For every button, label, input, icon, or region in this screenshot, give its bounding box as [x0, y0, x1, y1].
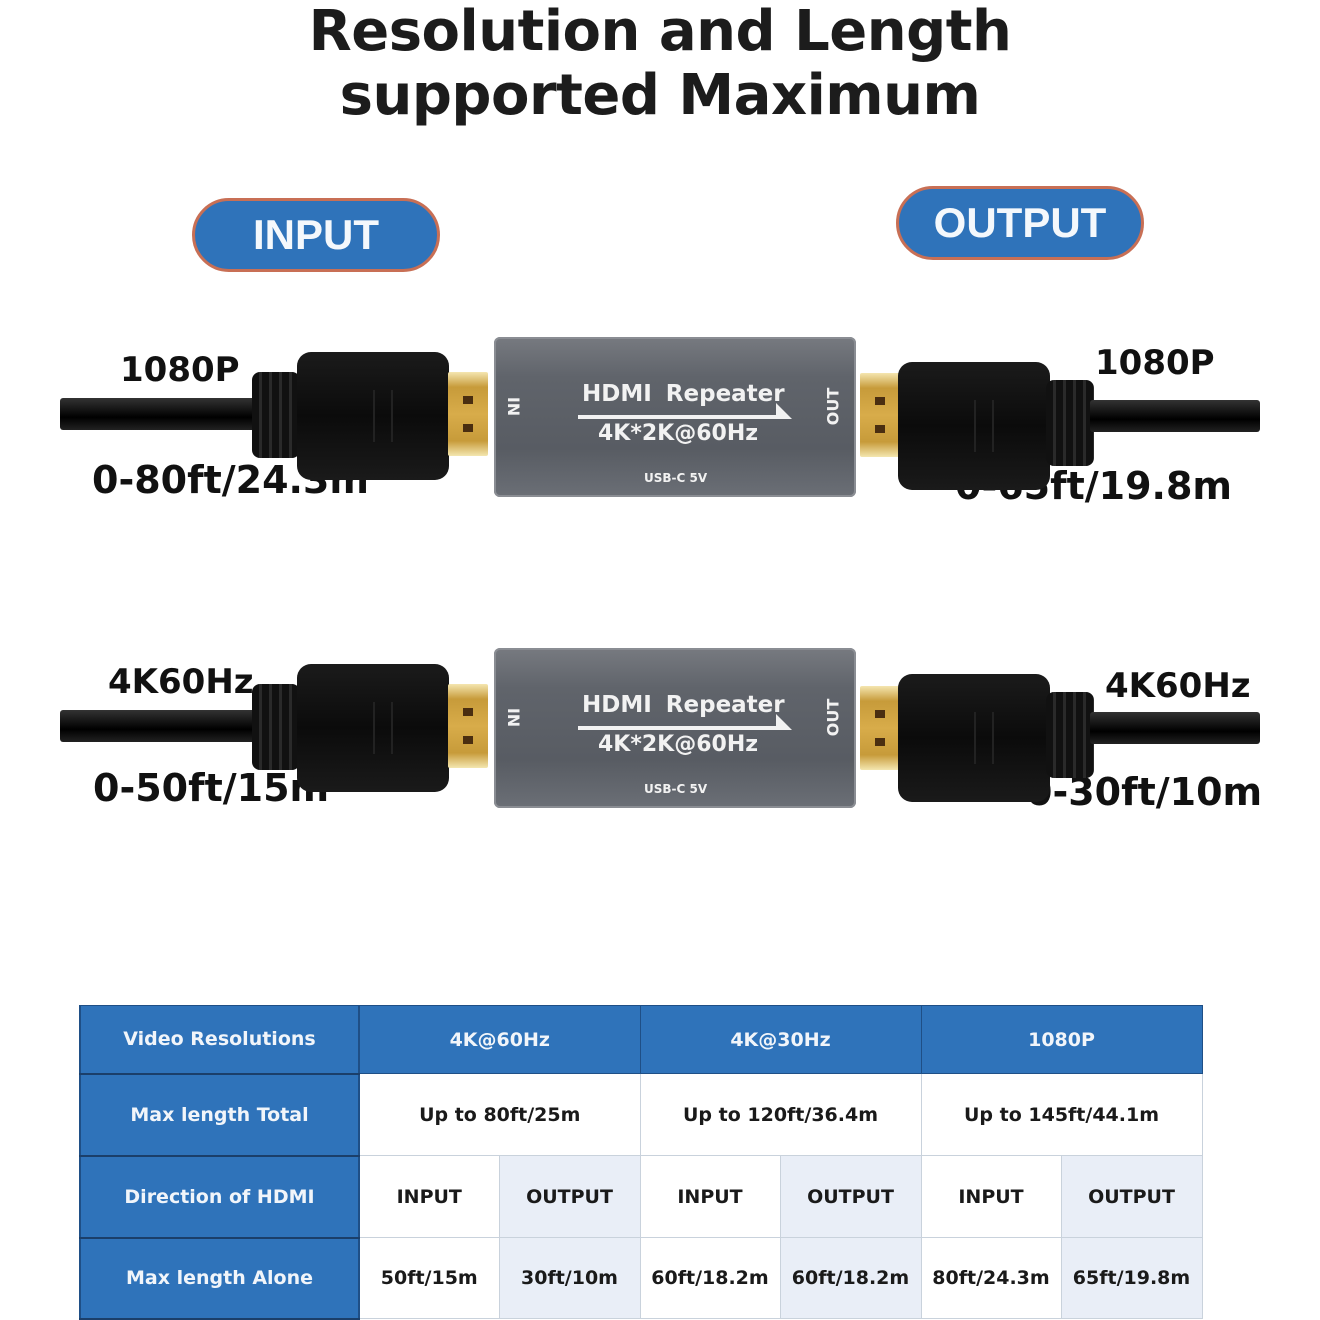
table-cell: 30ft/10m: [498, 1237, 641, 1319]
input-badge: INPUT: [192, 198, 440, 272]
table-cell: 80ft/24.3m: [920, 1237, 1062, 1319]
hdmi-connector-icon: [860, 373, 900, 457]
table-cell: 50ft/15m: [358, 1237, 500, 1319]
hdmi-cable-icon: [60, 398, 260, 430]
row-header: Direction of HDMI: [79, 1155, 360, 1239]
hdmi-connector-icon: [448, 684, 488, 768]
device-in-label: IN: [504, 396, 524, 417]
hdmi-repeater-device: IN HDMI Repeater 4K*2K@60Hz USB-C 5V OUT: [494, 337, 856, 497]
table-cell: INPUT: [358, 1155, 500, 1238]
direction-arrow-icon: [578, 714, 792, 730]
device-out-label: OUT: [823, 698, 843, 737]
cable-strain-relief-icon: [1046, 380, 1094, 466]
table-row: Max length Total Up to 80ft/25m Up to 12…: [79, 1073, 1203, 1157]
output-resolution-label: 1080P: [1095, 343, 1215, 383]
input-length-label: 0-50ft/15m: [93, 766, 330, 810]
title-line-2: supported Maximum: [339, 63, 981, 128]
cable-strain-relief-icon: [1046, 692, 1094, 778]
device-spec: 4K*2K@60Hz: [598, 732, 759, 757]
device-spec: 4K*2K@60Hz: [598, 421, 759, 446]
output-badge: OUTPUT: [896, 186, 1144, 260]
cable-strain-relief-icon: [252, 684, 300, 770]
column-header: 1080P: [920, 1005, 1203, 1074]
table-cell: OUTPUT: [779, 1155, 922, 1238]
row-header: Max length Total: [79, 1073, 360, 1157]
table-cell: OUTPUT: [498, 1155, 641, 1238]
device-power: USB-C 5V: [644, 471, 708, 485]
spec-table: Video Resolutions 4K@60Hz 4K@30Hz 1080P …: [79, 1005, 1203, 1320]
table-row: Direction of HDMI INPUT OUTPUT INPUT OUT…: [79, 1155, 1203, 1239]
table-row: Video Resolutions 4K@60Hz 4K@30Hz 1080P: [79, 1005, 1203, 1075]
column-header: 4K@60Hz: [358, 1005, 641, 1074]
device-name: HDMI Repeater: [582, 692, 785, 718]
table-cell: INPUT: [920, 1155, 1062, 1238]
input-resolution-label: 4K60Hz: [108, 662, 254, 702]
table-cell: INPUT: [639, 1155, 781, 1238]
page-title: Resolution and Length supported Maximum: [0, 0, 1320, 128]
row-header: Video Resolutions: [79, 1005, 360, 1075]
device-power: USB-C 5V: [644, 782, 708, 796]
device-out-label: OUT: [823, 387, 843, 426]
hdmi-plug-icon: [297, 352, 449, 480]
hdmi-repeater-device: IN HDMI Repeater 4K*2K@60Hz USB-C 5V OUT: [494, 648, 856, 808]
table-cell: Up to 145ft/44.1m: [920, 1073, 1203, 1156]
hdmi-connector-icon: [448, 372, 488, 456]
hdmi-cable-icon: [1090, 712, 1260, 744]
hdmi-cable-icon: [60, 710, 260, 742]
table-cell: OUTPUT: [1060, 1155, 1203, 1238]
device-in-label: IN: [504, 707, 524, 728]
cable-strain-relief-icon: [252, 372, 300, 458]
title-line-1: Resolution and Length: [308, 0, 1012, 64]
table-cell: 65ft/19.8m: [1060, 1237, 1203, 1319]
table-cell: Up to 80ft/25m: [358, 1073, 641, 1156]
direction-arrow-icon: [578, 403, 792, 419]
output-resolution-label: 4K60Hz: [1105, 666, 1251, 706]
hdmi-plug-icon: [898, 674, 1050, 802]
hdmi-plug-icon: [297, 664, 449, 792]
row-header: Max length Alone: [79, 1237, 360, 1320]
table-row: Max length Alone 50ft/15m 30ft/10m 60ft/…: [79, 1237, 1203, 1320]
device-name: HDMI Repeater: [582, 381, 785, 407]
hdmi-connector-icon: [860, 686, 900, 770]
hdmi-cable-icon: [1090, 400, 1260, 432]
table-cell: 60ft/18.2m: [779, 1237, 922, 1319]
input-resolution-label: 1080P: [120, 350, 240, 390]
table-cell: 60ft/18.2m: [639, 1237, 781, 1319]
column-header: 4K@30Hz: [639, 1005, 922, 1074]
table-cell: Up to 120ft/36.4m: [639, 1073, 922, 1156]
hdmi-plug-icon: [898, 362, 1050, 490]
